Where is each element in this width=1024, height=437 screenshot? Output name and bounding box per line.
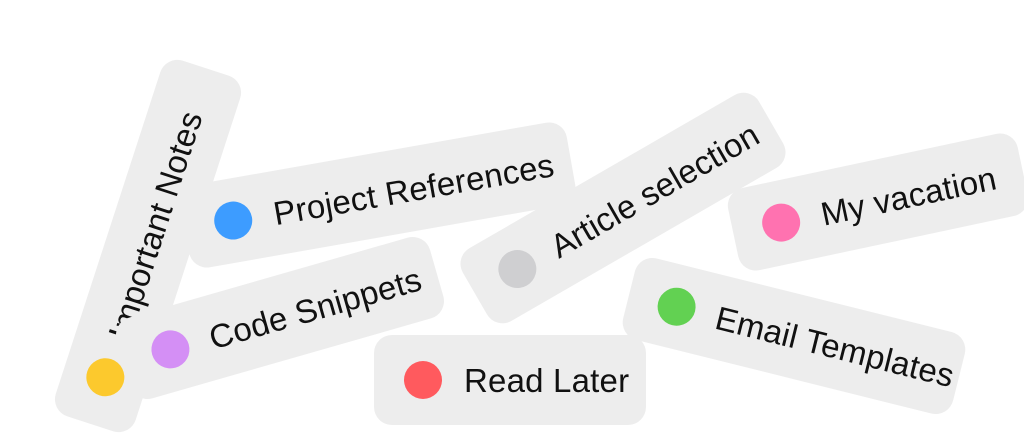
tag-label: My vacation <box>817 158 1000 233</box>
color-dot-icon <box>146 325 194 373</box>
tag-email-templates[interactable]: Email Templates <box>618 254 970 418</box>
tag-label: Read Later <box>464 361 630 399</box>
tag-read-later[interactable]: Read Later <box>374 335 646 425</box>
color-dot-icon <box>211 198 256 243</box>
tag-label: Email Templates <box>711 298 959 394</box>
color-dot-icon <box>404 361 442 399</box>
color-dot-icon <box>653 283 700 330</box>
color-dot-icon <box>491 243 544 295</box>
color-dot-icon <box>758 200 804 246</box>
tag-label: Article selection <box>543 115 766 265</box>
tag-label: Project References <box>270 145 557 232</box>
